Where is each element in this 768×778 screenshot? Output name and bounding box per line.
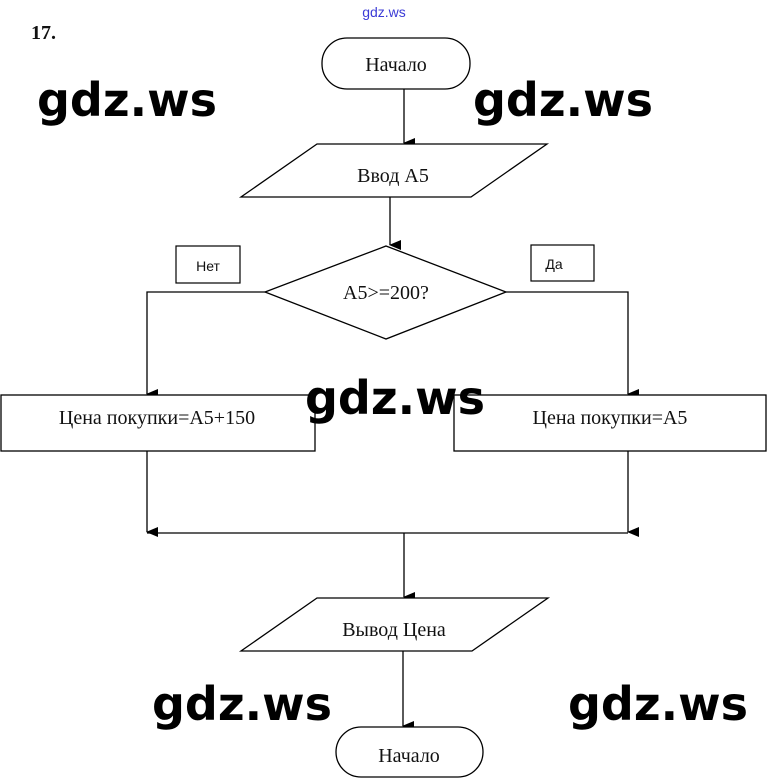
problem-number: 17.	[31, 22, 56, 44]
process-yes-block	[453, 394, 767, 452]
input-block	[238, 143, 550, 198]
output-block	[238, 597, 551, 652]
process-no-block	[0, 394, 316, 452]
start-terminator	[321, 37, 471, 90]
process-yes-label: Цена покупки=А5	[533, 407, 688, 429]
watermark: gdz.ws	[473, 73, 653, 127]
process-no-label: Цена покупки=А5+150	[59, 407, 255, 429]
decision-label: А5>=200?	[343, 282, 429, 304]
branch-no-label: Нет	[196, 258, 220, 274]
end-label: Начало	[378, 745, 440, 767]
watermark: gdz.ws	[305, 371, 485, 425]
watermark: gdz.ws	[152, 677, 332, 731]
decision-block	[263, 245, 508, 340]
watermark: gdz.ws	[37, 73, 217, 127]
connector-yes-branch	[506, 291, 639, 399]
end-terminator	[335, 726, 484, 778]
output-label: Вывод Цена	[342, 619, 446, 641]
input-label: Ввод А5	[357, 165, 429, 187]
start-label: Начало	[365, 54, 427, 76]
branch-yes-box	[530, 244, 595, 282]
watermark: gdz.ws	[568, 677, 748, 731]
branch-yes-label: Да	[545, 256, 562, 272]
connector-no-branch	[146, 291, 265, 399]
site-tag: gdz.ws	[362, 4, 406, 20]
branch-no-box	[175, 245, 241, 284]
